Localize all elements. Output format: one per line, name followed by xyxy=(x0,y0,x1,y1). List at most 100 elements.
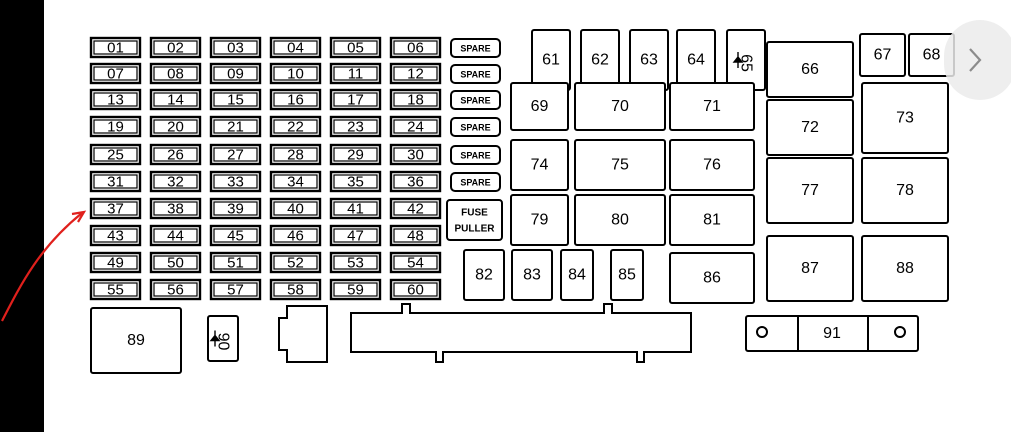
fuse-label-33: 33 xyxy=(227,174,244,191)
fuse-30: 30 xyxy=(389,143,442,166)
fuse-label-56: 56 xyxy=(167,282,184,299)
fuse-25: 25 xyxy=(89,143,142,166)
fuse-55: 55 xyxy=(89,278,142,301)
fuse-34: 34 xyxy=(269,170,322,193)
fuse-label-16: 16 xyxy=(287,92,304,109)
fuse-label-54: 54 xyxy=(407,255,424,272)
fuse-06: 06 xyxy=(389,36,442,59)
fuse-label-64: 64 xyxy=(687,52,705,69)
fuse-label-81: 81 xyxy=(703,212,721,229)
fuse-label-84: 84 xyxy=(568,267,586,284)
fuse-70: 70 xyxy=(574,82,666,131)
fuse-label-41: 41 xyxy=(347,201,364,218)
fuse-68: 68 xyxy=(908,33,955,77)
fuse-label-49: 49 xyxy=(107,255,124,272)
fuse-11: 11 xyxy=(329,62,382,85)
fuse-label-82: 82 xyxy=(475,267,493,284)
fuse-label-62: 62 xyxy=(591,52,609,69)
fuse-label-21: 21 xyxy=(227,119,244,136)
fuse-label-61: 61 xyxy=(542,52,560,69)
fuse-label-66: 66 xyxy=(801,61,819,78)
fuse-51: 51 xyxy=(209,251,262,274)
fuse-puller-line2: PULLER xyxy=(455,224,496,235)
fuse-label-53: 53 xyxy=(347,255,364,272)
fuse-71: 71 xyxy=(669,82,755,131)
fuse-47: 47 xyxy=(329,224,382,247)
fuse-32: 32 xyxy=(149,170,202,193)
fuse-label-03: 03 xyxy=(227,40,244,57)
next-slide-button[interactable] xyxy=(944,20,1011,100)
annotation-arrow-head xyxy=(71,210,87,223)
fuse-15: 15 xyxy=(209,88,262,111)
fuse-label-73: 73 xyxy=(896,110,914,127)
long-connector xyxy=(350,303,692,363)
fuse-label-42: 42 xyxy=(407,201,424,218)
fuse-03: 03 xyxy=(209,36,262,59)
fuse-17: 17 xyxy=(329,88,382,111)
fuse-label-69: 69 xyxy=(531,98,549,115)
fuse-90: 90 xyxy=(207,315,239,362)
fuse-label-50: 50 xyxy=(167,255,184,272)
fuse-80: 80 xyxy=(574,194,666,246)
fuse-label-59: 59 xyxy=(347,282,364,299)
fuse-56: 56 xyxy=(149,278,202,301)
fuse-36: 36 xyxy=(389,170,442,193)
fuse-label-80: 80 xyxy=(611,212,629,229)
fuse-69: 69 xyxy=(510,82,569,131)
fuse-04: 04 xyxy=(269,36,322,59)
fuse-label-34: 34 xyxy=(287,174,304,191)
fuse-label-30: 30 xyxy=(407,147,424,164)
fuse-67: 67 xyxy=(859,33,906,77)
left-black-bar xyxy=(0,0,44,432)
fuse-label-17: 17 xyxy=(347,92,364,109)
fuse-12: 12 xyxy=(389,62,442,85)
fuse-64: 64 xyxy=(676,29,716,91)
fuse-label-46: 46 xyxy=(287,228,304,245)
fuse-label-79: 79 xyxy=(531,212,549,229)
fuse-18: 18 xyxy=(389,88,442,111)
fuse-83: 83 xyxy=(511,249,553,301)
fuse-label-55: 55 xyxy=(107,282,124,299)
fuse-45: 45 xyxy=(209,224,262,247)
spare-slot-1: SPARE xyxy=(450,38,501,58)
fuse-29: 29 xyxy=(329,143,382,166)
fuse-77: 77 xyxy=(766,157,854,224)
spare-slot-2: SPARE xyxy=(450,64,501,84)
fuse-05: 05 xyxy=(329,36,382,59)
fuse-13: 13 xyxy=(89,88,142,111)
spare-label: SPARE xyxy=(460,70,490,80)
fuse-label-25: 25 xyxy=(107,147,124,164)
fuse-label-28: 28 xyxy=(287,147,304,164)
fuse-27: 27 xyxy=(209,143,262,166)
fuse-76: 76 xyxy=(669,139,755,191)
fuse-20: 20 xyxy=(149,115,202,138)
fuse-38: 38 xyxy=(149,197,202,220)
fuse-22: 22 xyxy=(269,115,322,138)
fuse-label-27: 27 xyxy=(227,147,244,164)
fuse-81: 81 xyxy=(669,194,755,246)
fuse-label-38: 38 xyxy=(167,201,184,218)
fuse-60: 60 xyxy=(389,278,442,301)
fuse-label-26: 26 xyxy=(167,147,184,164)
fuse-63: 63 xyxy=(629,29,669,91)
fuse-35: 35 xyxy=(329,170,382,193)
fuse-label-29: 29 xyxy=(347,147,364,164)
fuse-73: 73 xyxy=(861,82,949,154)
fuse-label-22: 22 xyxy=(287,119,304,136)
fuse-label-06: 06 xyxy=(407,40,424,57)
fuse-43: 43 xyxy=(89,224,142,247)
fuse-label-31: 31 xyxy=(107,174,124,191)
fuse-label-35: 35 xyxy=(347,174,364,191)
fuse-61: 61 xyxy=(531,29,571,91)
fuse-58: 58 xyxy=(269,278,322,301)
fuse-52: 52 xyxy=(269,251,322,274)
spare-slot-6: SPARE xyxy=(450,172,501,192)
fuse-label-18: 18 xyxy=(407,92,424,109)
fuse-44: 44 xyxy=(149,224,202,247)
fuse-label-77: 77 xyxy=(801,182,819,199)
fuse-19: 19 xyxy=(89,115,142,138)
fuse-07: 07 xyxy=(89,62,142,85)
fuse-72: 72 xyxy=(766,99,854,156)
spare-slot-3: SPARE xyxy=(450,90,501,110)
fuse-86: 86 xyxy=(669,252,755,304)
